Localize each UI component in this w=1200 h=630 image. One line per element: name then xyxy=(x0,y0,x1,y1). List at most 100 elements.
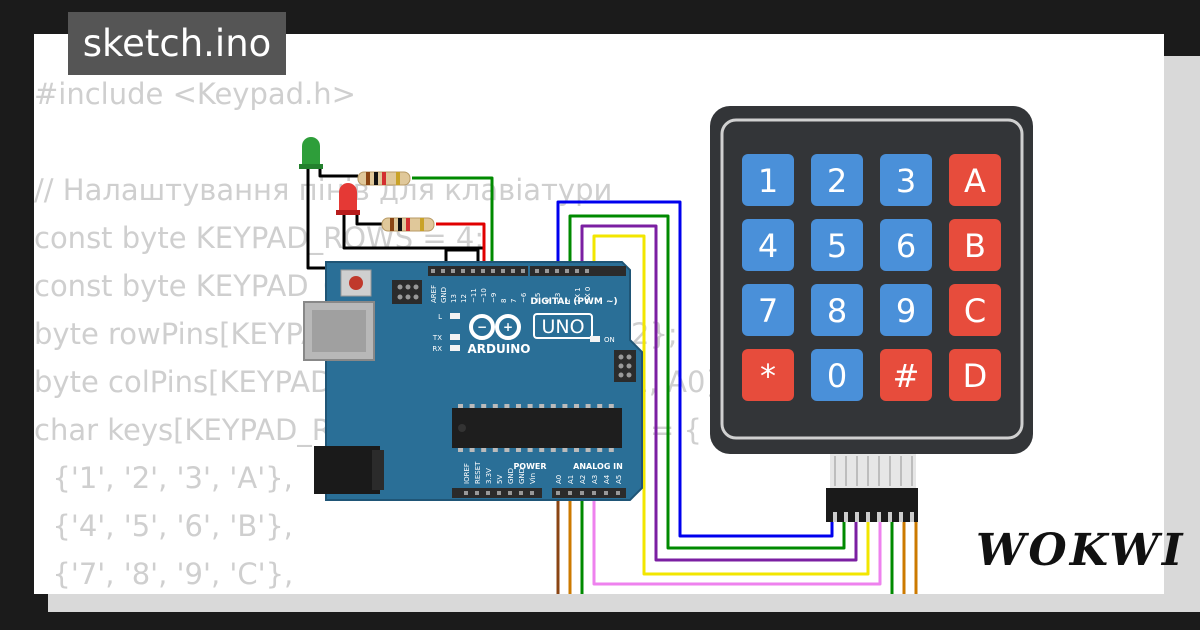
resistor-2[interactable] xyxy=(381,217,435,232)
wire[interactable] xyxy=(556,200,834,538)
pin-label: ~10 xyxy=(480,288,488,303)
icsp-header xyxy=(392,280,422,304)
pin-label: 13 xyxy=(450,294,458,303)
pin-label: TX 1 xyxy=(574,287,582,304)
keypad-key[interactable]: 5 xyxy=(811,219,863,271)
keypad-key[interactable]: D xyxy=(949,349,1001,401)
wire[interactable] xyxy=(436,222,486,268)
keypad-key-label: * xyxy=(760,357,776,395)
board-led-rx-label: RX xyxy=(432,345,442,353)
keypad-key-label: 4 xyxy=(758,227,778,265)
wire[interactable] xyxy=(592,496,882,586)
keypad-key[interactable]: * xyxy=(742,349,794,401)
wire[interactable] xyxy=(318,166,358,178)
pin-label: ~9 xyxy=(490,293,498,303)
keypad-key-label: 9 xyxy=(896,292,916,330)
keypad-key[interactable]: # xyxy=(880,349,932,401)
board-led-tx xyxy=(450,334,460,340)
keypad-key[interactable]: 8 xyxy=(811,284,863,336)
pin-label: ~3 xyxy=(554,293,562,303)
keypad-key-label: 7 xyxy=(758,292,778,330)
keypad-key[interactable]: 1 xyxy=(742,154,794,206)
pin-label: ~11 xyxy=(470,288,478,303)
pin-label: GND xyxy=(440,287,448,303)
pin-label: GND xyxy=(507,468,515,484)
pin-label: IOREF xyxy=(463,463,471,484)
keypad-key-label: 2 xyxy=(827,162,847,200)
resistor-1[interactable] xyxy=(357,171,411,186)
pin-label: A2 xyxy=(579,475,587,484)
power-jack xyxy=(314,446,380,494)
pin-label: AREF xyxy=(430,285,438,303)
green-led[interactable] xyxy=(299,137,323,169)
header-digital-high xyxy=(428,266,528,276)
wires xyxy=(306,166,918,594)
pin-label: A4 xyxy=(603,474,611,484)
pin-label: 3.3V xyxy=(485,468,493,484)
code-line: const byte KEYPAD_ROWS = 4; xyxy=(34,221,485,255)
keypad-key[interactable]: 7 xyxy=(742,284,794,336)
keypad-key[interactable]: 3 xyxy=(880,154,932,206)
keypad-key-label: 8 xyxy=(827,292,847,330)
pin-label: RX 0 xyxy=(584,287,592,303)
keypad-key[interactable]: 9 xyxy=(880,284,932,336)
keypad-key-label: D xyxy=(963,357,988,395)
wire[interactable] xyxy=(306,168,480,270)
pin-label: ~6 xyxy=(520,292,528,303)
pin-label: A0 xyxy=(555,475,563,484)
pin-label: A1 xyxy=(567,475,575,484)
keypad-key[interactable]: 2 xyxy=(811,154,863,206)
svg-text:−: − xyxy=(477,320,487,334)
pin-label: A3 xyxy=(591,475,599,484)
keypad-key[interactable]: 4 xyxy=(742,219,794,271)
wire[interactable] xyxy=(355,212,382,226)
keypad-ribbon xyxy=(830,454,916,488)
header-analog xyxy=(552,488,626,498)
keypad-key-label: 6 xyxy=(896,227,916,265)
pin-label: 7 xyxy=(510,299,518,303)
code-line: {'7', '8', '9', 'C'}, xyxy=(34,557,294,591)
keypad-key-label: 3 xyxy=(896,162,916,200)
keypad-key[interactable]: 6 xyxy=(880,219,932,271)
keypad-key[interactable]: A xyxy=(949,154,1001,206)
code-line: {'1', '2', '3', 'A'}, xyxy=(34,461,293,495)
code-line: {'4', '5', '6', 'B'}, xyxy=(34,509,293,543)
pin-label: 5V xyxy=(496,475,504,484)
keypad-key-label: C xyxy=(964,292,986,330)
digital-label: DIGITAL (PWM ~) xyxy=(530,297,617,307)
keypad-key-label: # xyxy=(893,357,920,395)
keypad-key-label: 5 xyxy=(827,227,847,265)
wire[interactable] xyxy=(412,176,494,268)
pin-label: 2 xyxy=(564,299,572,303)
wire[interactable] xyxy=(580,224,858,562)
keypad-key-label: 0 xyxy=(827,357,847,395)
keypad-key[interactable]: B xyxy=(949,219,1001,271)
board-led-rx xyxy=(450,345,460,351)
keypad-key[interactable]: C xyxy=(949,284,1001,336)
pin-label: 8 xyxy=(500,299,508,303)
svg-text:+: + xyxy=(503,320,513,334)
keypad-key-label: A xyxy=(964,162,986,200)
arduino-infinity-icon: − + xyxy=(469,314,521,340)
wire[interactable] xyxy=(592,234,870,576)
power-label: POWER xyxy=(513,462,546,471)
icsp-header-2 xyxy=(614,350,636,382)
keypad-key[interactable]: 0 xyxy=(811,349,863,401)
pin-label: 12 xyxy=(460,294,468,303)
atmega-chip xyxy=(452,404,622,452)
pin-label: ~5 xyxy=(534,293,542,303)
arduino-model: UNO xyxy=(541,316,584,338)
red-led[interactable] xyxy=(336,183,360,215)
keypad-key-label: B xyxy=(964,227,986,265)
wokwi-logo: WOKWI xyxy=(976,520,1182,582)
pin-label: 4 xyxy=(544,298,552,303)
code-line: #include <Keypad.h> xyxy=(34,77,356,111)
wire[interactable] xyxy=(568,214,846,550)
arduino-brand: ARDUINO xyxy=(468,342,531,356)
file-name-tab: sketch.ino xyxy=(68,12,286,75)
pin-label: A5 xyxy=(615,475,623,484)
analog-label: ANALOG IN xyxy=(573,462,623,471)
